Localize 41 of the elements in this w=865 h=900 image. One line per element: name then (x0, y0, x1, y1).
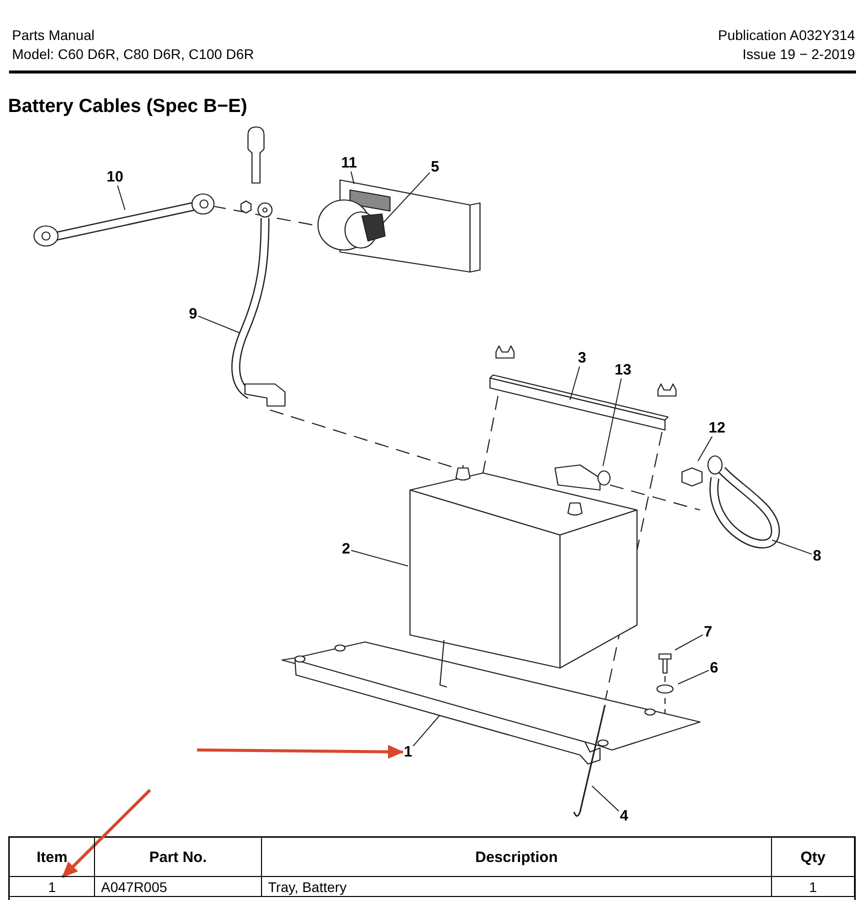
callout-number: 4 (618, 808, 630, 824)
leader-line (602, 378, 622, 466)
leader-line (198, 316, 240, 334)
table-header-cell: Part No. (95, 838, 262, 877)
leader-line (350, 171, 354, 184)
callout-number: 5 (430, 158, 440, 176)
arrow (196, 744, 404, 759)
table-header-cell: Item (10, 838, 95, 877)
callout-number: 3 (576, 350, 588, 366)
leader-line (674, 634, 704, 650)
callout-number: 6 (708, 660, 720, 676)
leader-line (117, 185, 126, 210)
table-cell: A047R005 (95, 877, 262, 897)
leader-line (382, 172, 430, 224)
arrow (62, 788, 152, 878)
callout-number: 7 (702, 624, 714, 640)
page-title: Battery Cables (Spec B−E) (8, 96, 248, 118)
leader-line (678, 670, 710, 684)
publication-text: Publication A032Y314 (718, 27, 855, 43)
leader-line (592, 786, 620, 812)
table-header-cell: Qty (772, 838, 855, 877)
table-cell: Tray, Battery (262, 877, 772, 897)
issue-date-text: Issue 19 − 2-2019 (742, 46, 855, 62)
table-header-cell: Description (262, 838, 772, 877)
leader-line (412, 714, 440, 747)
callout-number: 1 (402, 744, 414, 760)
leader-line (350, 550, 408, 566)
callout-number: 8 (812, 548, 822, 564)
leader-line (698, 436, 713, 462)
callout-number: 13 (614, 362, 632, 378)
table-cell: 1 (10, 877, 95, 897)
header-text: Parts Manual (12, 27, 94, 43)
callout-number: 12 (708, 420, 726, 436)
callout-number: 2 (340, 540, 352, 558)
table-cell: 1 (772, 877, 855, 897)
leader-line (772, 540, 812, 555)
leader-line (570, 366, 580, 400)
callout-number: 10 (106, 168, 124, 186)
model-text: Model: C60 D6R, C80 D6R, C100 D6R (12, 46, 254, 62)
callout-number: 9 (188, 306, 198, 322)
callout-number: 11 (340, 154, 358, 172)
